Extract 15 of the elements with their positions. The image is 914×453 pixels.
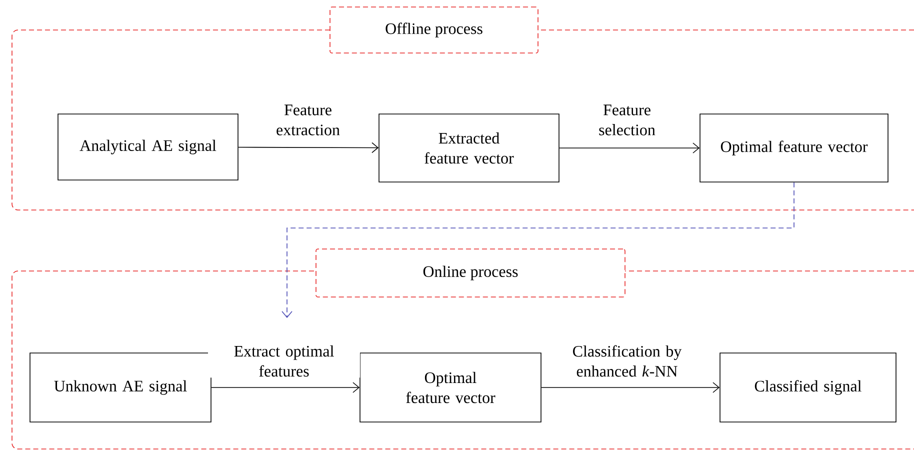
process-box: Classified signal: [720, 352, 896, 422]
arrow: [541, 382, 720, 393]
process-box: Extracted feature vector: [378, 114, 560, 182]
process-box: Optimal feature vector: [360, 352, 542, 422]
arrow: [211, 382, 360, 393]
arrow: [238, 142, 379, 154]
process-box: Unknown AE signal: [30, 352, 212, 422]
edge-label: Classification by enhanced k-NN: [573, 345, 682, 377]
edge-label: Feature extraction: [276, 104, 340, 136]
edge-label: Extract optimal features: [234, 345, 334, 377]
arrow: [282, 182, 794, 318]
process-box: Optimal feature vector: [700, 114, 888, 182]
edge-label: Feature selection: [599, 104, 656, 136]
process-box: Analytical AE signal: [58, 114, 238, 180]
arrow: [559, 142, 700, 154]
